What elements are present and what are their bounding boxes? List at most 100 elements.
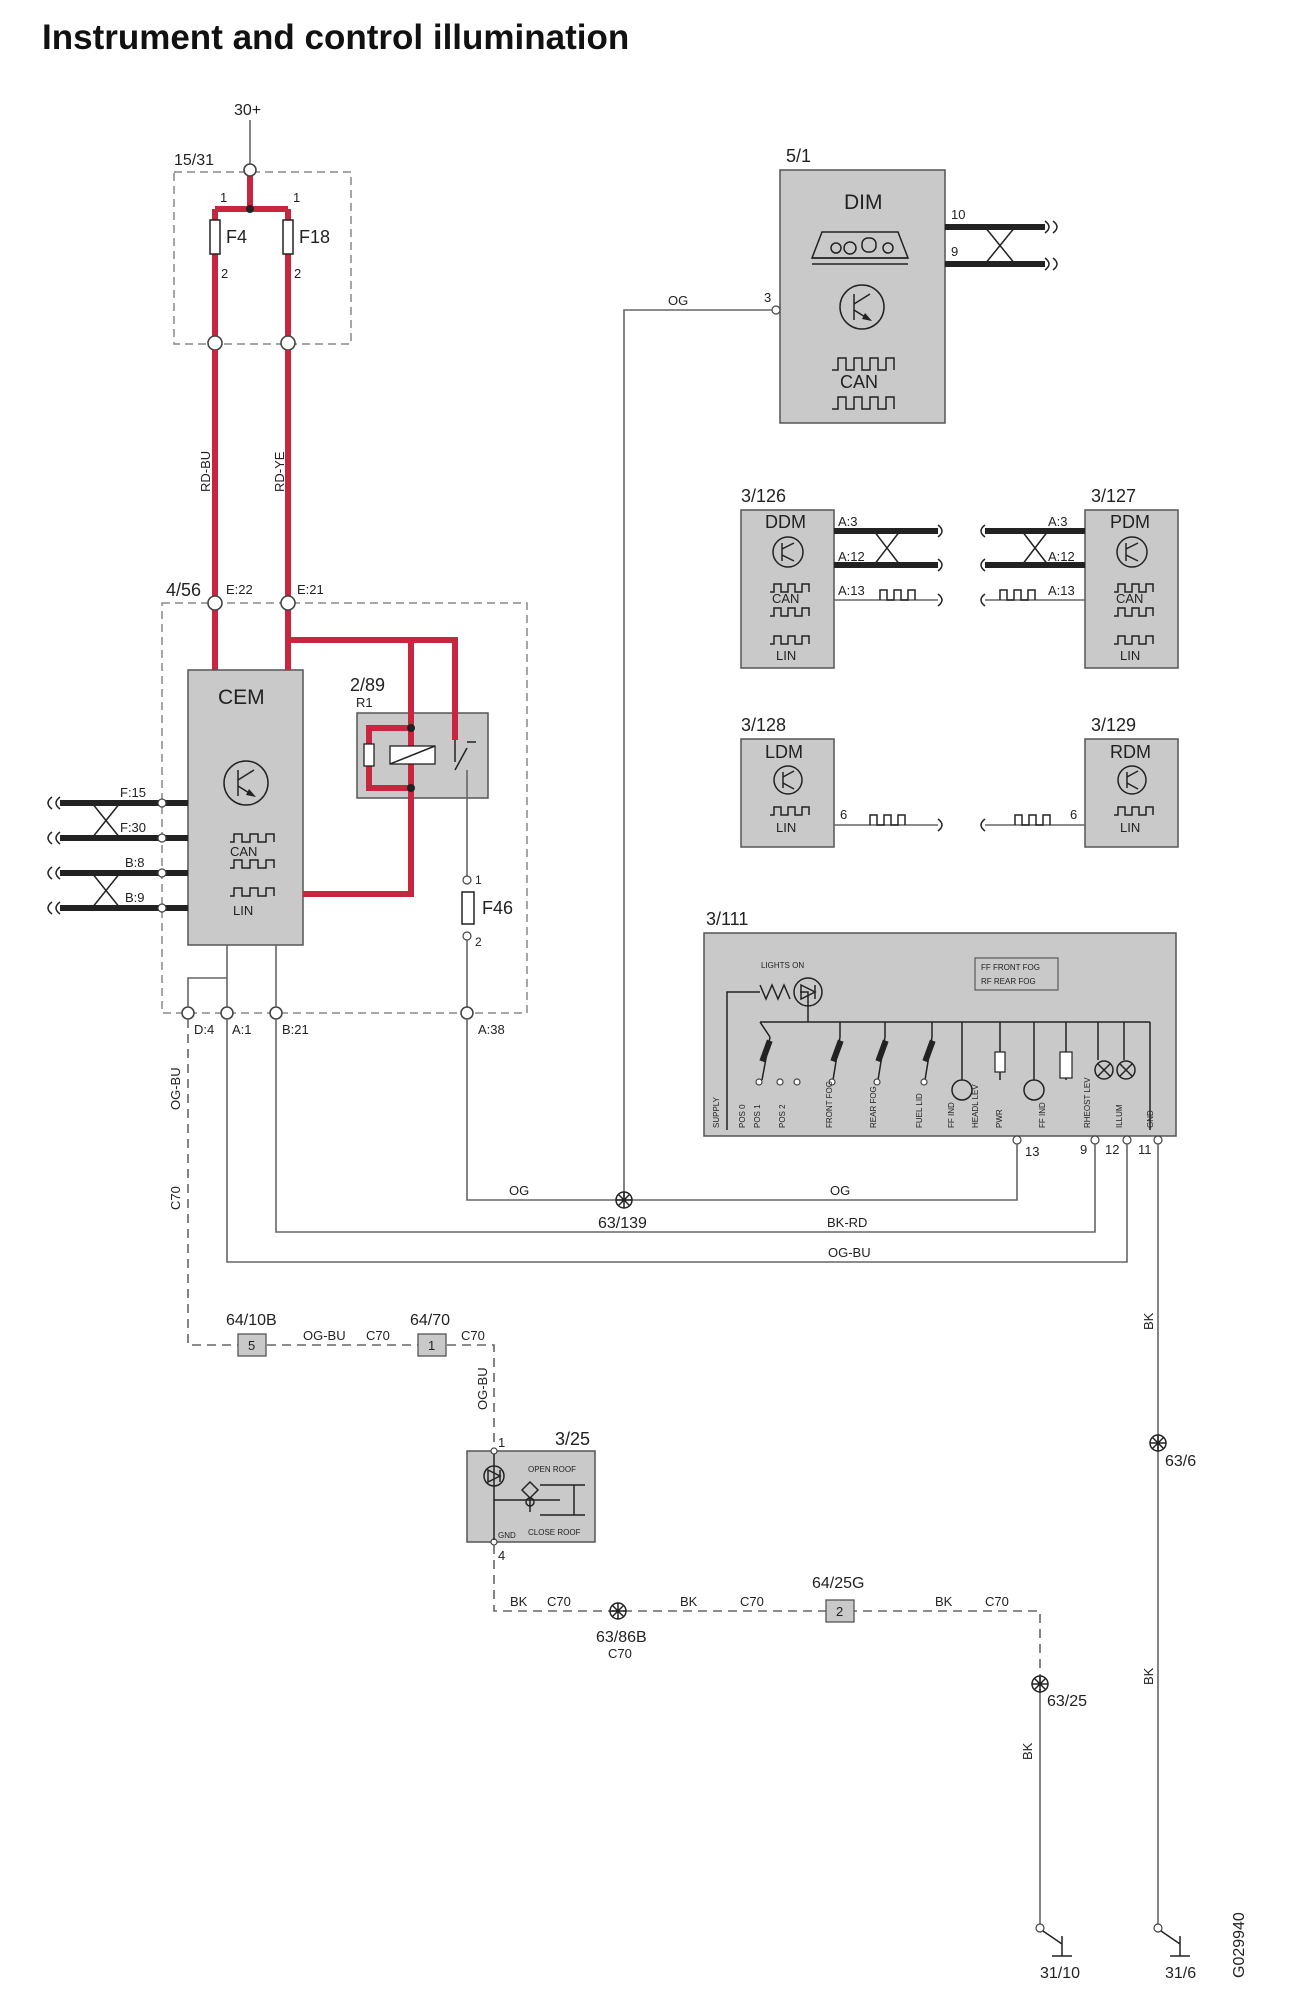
splice-63-25-icon [1031,1675,1049,1693]
svg-text:ILLUM: ILLUM [1115,1104,1124,1128]
svg-text:31/6: 31/6 [1165,1965,1196,1982]
fusebox-out-f4 [207,335,223,351]
svg-text:2: 2 [836,1604,843,1619]
svg-text:63/86B: 63/86B [596,1629,647,1646]
transistor-icon [1117,765,1147,795]
can-signal-icon [832,357,895,371]
switch-ground: BK 63/6 BK 31/6 [1141,1144,1196,1982]
headl-lev-icon [994,1051,1006,1073]
svg-text:A:13: A:13 [1048,583,1075,598]
transistor-icon [223,760,269,806]
svg-text:F:30: F:30 [120,820,146,835]
fusebox-id: 15/31 [174,152,214,169]
svg-text:3/129: 3/129 [1091,715,1136,735]
roof-branch: OG-BU C70 5 64/10B OG-BU C70 1 64/70 C70… [168,1019,495,1450]
svg-text:63/25: 63/25 [1047,1693,1087,1710]
svg-text:1: 1 [475,873,482,887]
svg-text:1: 1 [498,1435,505,1450]
svg-text:OG: OG [830,1183,850,1198]
svg-text:C70: C70 [366,1328,390,1343]
lamp-indicator-icon [793,977,823,1007]
svg-text:OG-BU: OG-BU [303,1328,346,1343]
svg-text:CLOSE ROOF: CLOSE ROOF [528,1528,581,1537]
svg-text:BK: BK [935,1594,953,1609]
svg-text:A:13: A:13 [838,583,865,598]
svg-text:6: 6 [840,807,847,822]
svg-text:3/25: 3/25 [555,1429,590,1449]
light-switch-section: 3/111 LIGHTS ON FF FRONT FOG RF REAR FOG [703,909,1177,1159]
svg-text:64/25G: 64/25G [812,1575,864,1592]
svg-text:5: 5 [248,1338,255,1353]
svg-text:POS 0: POS 0 [738,1104,747,1128]
svg-text:RF REAR FOG: RF REAR FOG [981,977,1036,986]
svg-text:GND: GND [1146,1110,1155,1128]
svg-text:OG: OG [509,1183,529,1198]
dim-name: DIM [844,191,883,214]
connector-64-70 [417,1333,447,1357]
svg-text:LDM: LDM [765,742,803,762]
svg-text:E:21: E:21 [297,582,324,597]
svg-text:BK: BK [510,1594,528,1609]
supply-section: 30+ 15/31 F4 F18 1 1 2 2 [173,102,352,351]
svg-text:LIN: LIN [1120,648,1140,663]
svg-text:C70: C70 [985,1594,1009,1609]
svg-text:GND: GND [498,1531,516,1540]
connector-64-10b [237,1333,267,1357]
dim-id: 5/1 [786,146,811,166]
svg-text:2: 2 [475,935,482,949]
resistor-icon [759,983,791,1001]
svg-text:BK: BK [1020,1742,1035,1760]
svg-text:PWR: PWR [995,1109,1004,1128]
svg-text:OG-BU: OG-BU [168,1067,183,1110]
svg-text:HEADL LEV: HEADL LEV [971,1084,980,1128]
cem-module [187,669,304,946]
svg-text:13: 13 [1025,1144,1039,1159]
svg-text:BK: BK [1141,1312,1156,1330]
pdm-section: 3/127 PDM CAN LIN A:3 A:12 A:13 [980,486,1179,669]
supply-terminal [243,163,257,177]
svg-text:C70: C70 [168,1186,183,1210]
svg-text:64/10B: 64/10B [226,1312,277,1329]
svg-text:LIN: LIN [776,820,796,835]
svg-text:3/111: 3/111 [706,909,748,929]
svg-text:CAN: CAN [230,844,257,859]
wire-label-rd-ye: RD-YE [272,451,287,492]
relay-name: R1 [356,695,373,710]
svg-text:RHEOST LEV: RHEOST LEV [1083,1077,1092,1128]
roof-switch-section: 3/25 1 4 OPEN ROOF CLOSE ROOF GND [466,1429,596,1563]
dim-module [779,169,946,424]
svg-text:DDM: DDM [765,512,806,532]
ddm-section: 3/126 DDM CAN LIN A:3 A:12 A:13 [740,486,943,669]
svg-text:OG-BU: OG-BU [828,1245,871,1260]
svg-text:SUPPLY: SUPPLY [712,1096,721,1128]
cem-outline [161,602,528,1014]
switch-function-labels: SUPPLY POS 0 POS 1 POS 2 FRONT FOG REAR … [712,1077,1155,1128]
supply-label: 30+ [234,102,261,119]
illum-lamp-icon [1094,1060,1114,1080]
dim-section: 5/1 DIM CAN 10 9 3 OG [623,146,1058,1200]
ff-ind-lamp-2-icon [1023,1079,1045,1101]
svg-text:FF IND: FF IND [1038,1102,1047,1128]
fuse-f46-icon [461,891,475,925]
light-switch-module [703,932,1177,1137]
svg-text:C70: C70 [740,1594,764,1609]
cem-left-buses: F:15 F:30 B:8 B:9 [47,785,188,915]
svg-text:2: 2 [221,266,228,281]
svg-text:1: 1 [428,1338,435,1353]
svg-text:3/128: 3/128 [741,715,786,735]
svg-text:64/70: 64/70 [410,1312,450,1329]
svg-text:OG: OG [668,293,688,308]
ldm-module [740,738,835,848]
splice-63-139-icon [615,1191,633,1209]
svg-text:POS 1: POS 1 [753,1104,762,1128]
svg-text:A:12: A:12 [1048,549,1075,564]
fusebox-outline [173,171,352,345]
svg-text:CAN: CAN [840,372,878,392]
svg-text:A:3: A:3 [1048,514,1068,529]
rheostat-icon [1059,1051,1073,1079]
fuse-f18-label: F18 [299,227,330,247]
svg-text:B:8: B:8 [125,855,145,870]
fuse-f4-label: F4 [226,227,247,247]
svg-text:BK-RD: BK-RD [827,1215,867,1230]
